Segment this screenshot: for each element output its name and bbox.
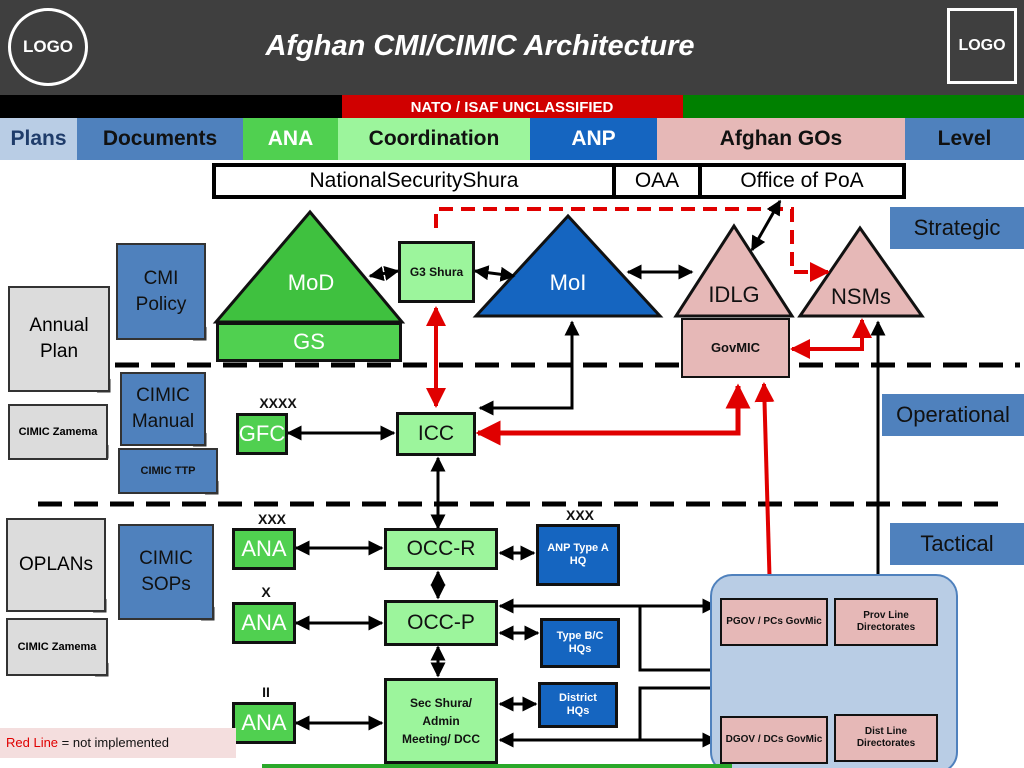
gs-box: GS	[216, 322, 402, 362]
oaa-box: OAA	[612, 163, 702, 199]
sec-shura-box: Sec Shura/ Admin Meeting/ DCC	[384, 678, 498, 764]
legend: Red Line = not implemented	[0, 728, 236, 758]
doc-cimic-sops: CIMIC SOPs	[118, 524, 214, 620]
moi-triangle	[472, 213, 664, 318]
header-bar	[0, 0, 1024, 95]
nsms-triangle	[797, 225, 925, 318]
g3-mod-link	[368, 265, 400, 282]
office-of-poa-box: Office of PoA	[698, 163, 906, 199]
g3-moi-link	[473, 265, 516, 282]
doc-cmi-policy: CMI Policy	[116, 243, 206, 340]
echelon-anp-xxx: XXX	[565, 507, 594, 523]
legend-red-line: Red Line	[6, 735, 59, 750]
tab-level: Level	[905, 118, 1024, 160]
classification-bar-green	[683, 95, 1024, 118]
govmic-box: GovMIC	[681, 318, 790, 378]
echelon-ana-xxx: XXX	[257, 511, 286, 527]
doc-cimic-manual: CIMIC Manual	[120, 372, 206, 446]
idlg-label: IDLG	[708, 282, 760, 307]
occ-r-box: OCC-R	[384, 528, 498, 570]
tab-anp: ANP	[530, 118, 657, 160]
g3-shura-box: G3 Shura	[398, 241, 475, 303]
pgov-box: PGOV / PCs GovMic	[720, 598, 828, 646]
doc-cimic-zamema-1: CIMIC Zamema	[8, 404, 108, 460]
doc-annual-plan: Annual Plan	[8, 286, 110, 392]
doc-cimic-zamema-2: CIMIC Zamema	[6, 618, 108, 676]
red-govmic-pgov	[754, 382, 780, 596]
nsms-label: NSMs	[831, 284, 891, 309]
echelon-gfc: XXXX	[259, 395, 297, 411]
tab-ana: ANA	[243, 118, 338, 160]
poa-idlg-link	[750, 199, 782, 252]
page-title: Afghan CMI/CIMIC Architecture	[265, 30, 695, 62]
national-security-shura-box: NationalSecurityShura	[212, 163, 616, 199]
level-tactical: Tactical	[890, 523, 1024, 565]
legend-text: = not implemented	[58, 735, 169, 750]
type-bc-box: Type B/C HQs	[540, 618, 620, 668]
moi-label: MoI	[549, 270, 587, 295]
doc-oplans: OPLANs	[6, 518, 106, 612]
occ-p-box: OCC-P	[384, 600, 498, 646]
echelon-ana-ii: II	[262, 684, 270, 700]
gfc-box: GFC	[236, 413, 288, 455]
level-strategic: Strategic	[890, 207, 1024, 249]
classification-label: NATO / ISAF UNCLASSIFIED	[410, 99, 614, 116]
doc-cimic-ttp: CIMIC TTP	[118, 448, 218, 494]
classification-bar-red	[342, 95, 683, 118]
red-icc-govmic	[475, 383, 751, 446]
tab-coordination: Coordination	[338, 118, 530, 160]
ana-x-box: ANA	[232, 602, 296, 644]
prov-line-box: Prov Line Directorates	[834, 598, 938, 646]
ana-xxx-box: ANA	[232, 528, 296, 570]
mod-triangle	[212, 209, 406, 324]
mod-label: MoD	[287, 270, 335, 295]
icc-box: ICC	[396, 412, 476, 456]
dist-line-box: Dist Line Directorates	[834, 714, 938, 762]
ana-ii-box: ANA	[232, 702, 296, 744]
dgov-box: DGOV / DCs GovMic	[720, 716, 828, 764]
bottom-strip	[262, 764, 732, 768]
red-dashed-shura-nsms	[434, 207, 830, 282]
classification-bar-black	[0, 95, 342, 118]
red-govmic-nsms	[790, 318, 872, 359]
logo-right: LOGO	[947, 8, 1017, 84]
tab-plans: Plans	[0, 118, 77, 160]
idlg-triangle	[673, 223, 795, 318]
level-operational: Operational	[882, 394, 1024, 436]
logo-left: LOGO	[8, 8, 88, 86]
echelon-ana-x: X	[261, 584, 271, 600]
district-hqs-box: District HQs	[538, 682, 618, 728]
anp-type-a-box: ANP Type A HQ	[536, 524, 620, 586]
tab-afghan-gos: Afghan GOs	[657, 118, 905, 160]
tab-documents: Documents	[77, 118, 243, 160]
